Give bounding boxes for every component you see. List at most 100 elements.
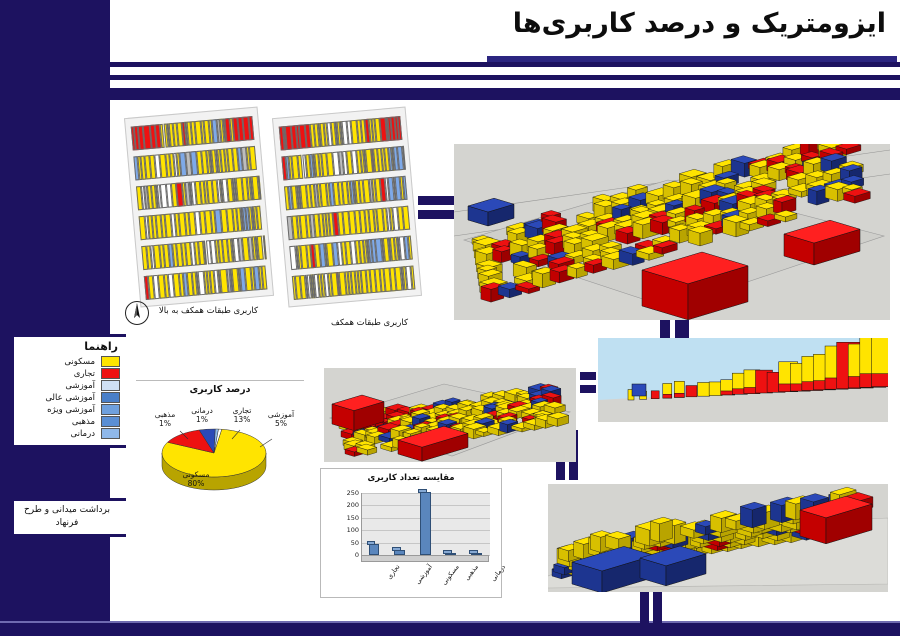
massing-landmark-civic-block-2 — [639, 545, 707, 587]
credits-block: برداشت میدانی و طرح فرنهاد — [14, 498, 126, 538]
credits-line-1: برداشت میدانی و طرح — [24, 505, 110, 515]
isometric-lowangle-svg — [548, 484, 888, 592]
legend-item-label: آموزشی — [65, 380, 95, 391]
massing-landmark-commercial-block — [783, 219, 861, 266]
legend-item: درمانی — [14, 428, 126, 439]
bar-xlabel-مذهبی: مذهبی — [463, 563, 481, 582]
left-navy-band — [0, 0, 110, 636]
bar-top-face — [443, 550, 453, 554]
connector-bar-left-plan — [418, 196, 458, 205]
pie-chart-title: درصد کاربری — [189, 384, 251, 395]
bar-ytick: 100 — [346, 526, 359, 535]
legend-item: تجاری — [14, 368, 126, 379]
plan-block-row — [138, 205, 262, 241]
plan-block-row — [130, 115, 255, 151]
street-perspective-svg — [598, 338, 888, 422]
bar-آموزشی — [392, 547, 405, 555]
massing-block-commercial — [652, 240, 679, 255]
swatch-residential — [101, 356, 120, 367]
legend-item: آموزشی عالی — [14, 392, 126, 403]
street-block-residential — [662, 383, 673, 399]
isometric-aerial-svg — [328, 383, 572, 462]
bar-مذهبی — [443, 550, 457, 555]
isometric-aerial-view — [324, 368, 576, 462]
massing-block-residential — [356, 443, 378, 456]
bar-ytick: 50 — [350, 538, 359, 547]
massing-block-residential — [649, 516, 674, 543]
plan-parcel — [248, 115, 255, 141]
bar-top-face — [417, 488, 427, 493]
plan-block-row — [141, 235, 267, 271]
pie-chart-svg — [161, 428, 273, 491]
bar-chart-floor — [361, 555, 489, 562]
legend-item: آموزشی ویژه — [14, 404, 126, 415]
plan-block-row — [136, 175, 262, 211]
isometric-lowangle-view — [548, 484, 888, 592]
legend-title: راهنما — [84, 340, 118, 353]
plan-lower-caption: کاربری طبقات همکف — [331, 318, 408, 328]
massing-block-residential — [773, 210, 798, 223]
legend-item: آموزشی — [14, 380, 126, 391]
bar-xlabel-مسکونی: مسکونی — [439, 563, 461, 587]
plan-block-row — [278, 115, 403, 151]
connector-bar-bottom — [640, 592, 649, 624]
massing-landmark-civic-block — [467, 197, 515, 227]
bar-xlabel-آموزشی: آموزشی — [413, 563, 434, 586]
connector-bar-bottom-2 — [653, 592, 662, 624]
street-block-civic — [631, 383, 647, 397]
bar-ytick: 250 — [346, 489, 359, 497]
page-title: ایزومتریک و درصد کاربری‌ها — [512, 8, 887, 39]
connector-bar-sky-left — [580, 372, 596, 380]
massing-block-commercial — [842, 188, 872, 204]
massing-landmark-commercial-block — [331, 394, 385, 431]
street-perspective-view — [598, 338, 888, 422]
massing-block-residential — [546, 412, 570, 427]
massing-block-residential — [687, 225, 714, 247]
massing-landmark-commercial-row — [397, 425, 469, 462]
pie-leader-line — [179, 430, 189, 440]
bar-مسکونی — [417, 488, 431, 555]
credits-line-2: فرنهاد — [55, 518, 79, 529]
legend-item-label: درمانی — [70, 428, 95, 439]
pie-leader-line — [231, 429, 241, 440]
legend-item: مسکونی — [14, 356, 126, 367]
bottom-navy-band — [0, 623, 900, 636]
legend-item-label: مذهبی — [71, 416, 95, 427]
isometric-main-svg — [454, 144, 890, 320]
legend-item-label: آموزشی عالی — [45, 392, 95, 403]
massing-block-commercial — [835, 144, 862, 156]
swatch-commercial — [101, 368, 120, 379]
swatch-educational — [101, 380, 120, 391]
title-underline — [487, 56, 897, 62]
massing-block-residential — [543, 401, 567, 415]
header-stripe-bottom — [110, 88, 900, 100]
massing-block-residential — [604, 531, 632, 552]
bar-top-face — [366, 540, 376, 545]
massing-block-residential — [767, 162, 794, 182]
massing-landmark-commercial-tower — [641, 251, 749, 320]
bar-top-face — [469, 550, 478, 554]
header-stripe-top — [110, 62, 900, 67]
plan-parcel — [248, 145, 257, 171]
connector-bar-left-plan-2 — [418, 210, 458, 219]
plan-ground-floor — [271, 106, 423, 308]
plan-block-row — [286, 205, 410, 241]
plan-block-row — [289, 235, 413, 271]
legend-item-label: آموزشی ویژه — [47, 404, 95, 415]
legend-item-label: تجاری — [73, 368, 95, 379]
bar-ytick: 0 — [354, 551, 359, 559]
legend-item-label: مسکونی — [64, 356, 95, 367]
plan-parcel — [261, 265, 268, 291]
plan-upper-floors — [123, 106, 275, 308]
plan-block-row — [281, 145, 406, 181]
bar-درمانی — [469, 550, 482, 555]
street-block-commercial — [685, 385, 698, 398]
connector-bar-sky-left-2 — [580, 385, 596, 393]
